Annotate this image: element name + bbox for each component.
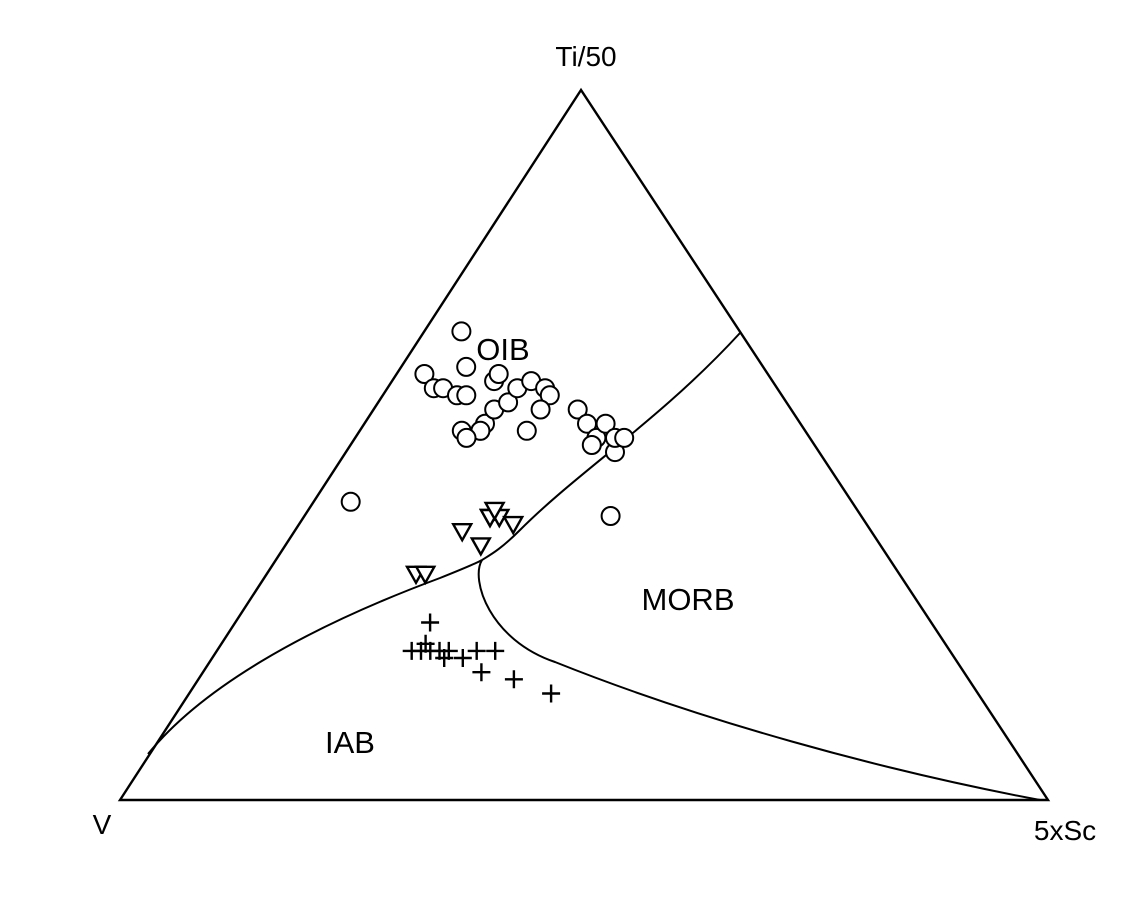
field-label-iab: IAB — [325, 725, 375, 760]
data-point-circle — [567, 399, 588, 420]
apex-label-top: Ti/50 — [555, 41, 616, 72]
data-point-circle — [451, 321, 472, 342]
data-point-plus — [467, 641, 486, 660]
ternary-frame — [117, 87, 1051, 802]
data-point-triangle — [451, 523, 474, 543]
data-point-circle — [456, 427, 477, 448]
field-label-oib: OIB — [476, 332, 529, 367]
data-point-circle — [340, 491, 361, 512]
data-point-triangle — [469, 537, 492, 557]
data-point-plus — [542, 684, 561, 703]
data-point-plus — [435, 649, 454, 667]
data-point-circle — [614, 427, 635, 448]
data-point-circle — [456, 356, 477, 377]
data-point-triangle — [502, 515, 525, 536]
data-points — [340, 321, 635, 703]
field-boundary-oib-morb — [481, 332, 741, 561]
data-point-circle — [530, 399, 551, 420]
field-boundary-iab-oib — [147, 559, 483, 755]
data-point-plus — [421, 613, 440, 632]
data-point-circle — [581, 435, 602, 455]
field-boundary-morb-iab — [477, 559, 1041, 801]
apex-label-left: V — [93, 809, 112, 840]
data-point-plus — [412, 641, 430, 660]
data-point-circle — [498, 392, 519, 413]
data-point-circle — [488, 364, 509, 384]
data-point-plus — [486, 641, 505, 660]
data-point-triangle — [483, 501, 506, 522]
data-point-plus — [504, 670, 523, 689]
data-point-circle — [414, 364, 435, 384]
data-point-circle — [456, 385, 477, 406]
data-point-circle — [539, 385, 560, 406]
data-point-circle — [516, 420, 537, 441]
apex-label-right: 5xSc — [1034, 815, 1096, 846]
data-point-triangle — [414, 565, 437, 586]
field-label-morb: MORB — [642, 582, 735, 617]
data-point-circle — [600, 506, 621, 526]
data-point-plus — [453, 649, 472, 667]
data-point-plus — [472, 663, 491, 682]
data-point-circle — [595, 413, 616, 434]
